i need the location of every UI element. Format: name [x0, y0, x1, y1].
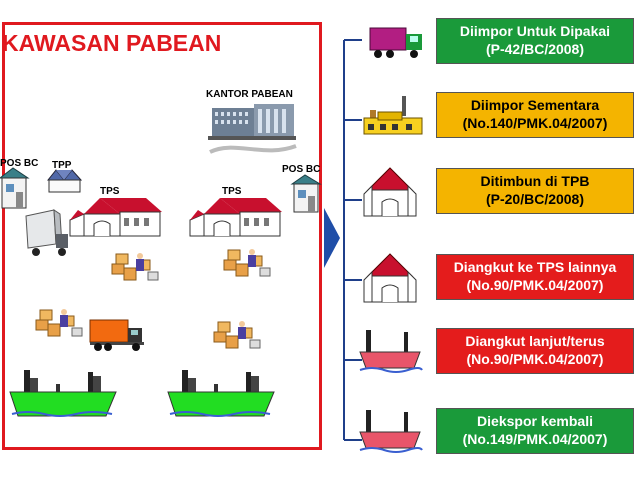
destination-box-import-use: Diimpor Untuk Dipakai (P-42/BC/2008)	[436, 18, 634, 64]
destination-box-re-export: Diekspor kembali (No.149/PMK.04/2007)	[436, 408, 634, 454]
destination-title: Diangkut ke TPS lainnya	[453, 259, 617, 275]
tps-right-label: TPS	[222, 186, 242, 197]
container-truck-icon	[25, 209, 68, 256]
tpp-building-icon	[46, 169, 83, 193]
customs-area-title: KAWASAN PABEAN	[2, 30, 222, 56]
tps-left-warehouse-icon	[69, 198, 162, 237]
warehouse-icon	[363, 167, 417, 217]
destination-box-bonded-storage: Ditimbun di TPB (P-20/BC/2008)	[436, 168, 634, 214]
destination-title: Diimpor Sementara	[470, 97, 600, 113]
cargo-handling-icon	[223, 249, 271, 277]
destination-box-transit: Diangkut lanjut/terus (No.90/PMK.04/2007…	[436, 328, 634, 374]
customs-office-label: KANTOR PABEAN	[206, 89, 293, 100]
destination-regulation: (P-42/BC/2008)	[485, 41, 585, 57]
destination-regulation: (No.90/PMK.04/2007)	[466, 351, 604, 367]
destination-title: Ditimbun di TPB	[480, 173, 590, 189]
destination-title: Diangkut lanjut/terus	[465, 333, 605, 349]
pos-bc-left-label: POS BC	[0, 158, 39, 169]
destination-title: Diekspor kembali	[477, 413, 593, 429]
ship-icon	[359, 330, 423, 373]
destination-title: Diimpor Untuk Dipakai	[459, 23, 611, 39]
distribution-tree-connector	[324, 39, 362, 441]
tpp-label: TPP	[52, 160, 72, 171]
cargo-handling-icon	[213, 321, 261, 349]
tps-right-warehouse-icon	[189, 198, 282, 237]
customs-area-frame	[2, 22, 322, 450]
cargo-handling-icon	[111, 253, 159, 281]
pos-bc-left-booth-icon	[0, 167, 30, 209]
factory-icon	[363, 96, 423, 135]
customs-office-building-icon	[208, 104, 297, 154]
pos-bc-right-label: POS BC	[282, 164, 321, 175]
destination-box-temporary-import: Diimpor Sementara (No.140/PMK.04/2007)	[436, 92, 634, 138]
truck-icon	[369, 27, 422, 58]
cargo-handling-icon	[35, 309, 83, 337]
destination-regulation: (P-20/BC/2008)	[485, 191, 585, 207]
orange-truck-icon	[89, 319, 144, 351]
tps-left-label: TPS	[100, 186, 120, 197]
green-ship-icon	[167, 370, 275, 417]
destination-box-other-tps: Diangkut ke TPS lainnya (No.90/PMK.04/20…	[436, 254, 634, 300]
warehouse-icon	[363, 253, 417, 303]
destination-regulation: (No.90/PMK.04/2007)	[466, 277, 604, 293]
destination-regulation: (No.149/PMK.04/2007)	[462, 431, 608, 447]
ship-icon	[359, 410, 423, 453]
pos-bc-right-booth-icon	[290, 174, 322, 213]
destination-regulation: (No.140/PMK.04/2007)	[462, 115, 608, 131]
green-ship-icon	[9, 370, 117, 417]
